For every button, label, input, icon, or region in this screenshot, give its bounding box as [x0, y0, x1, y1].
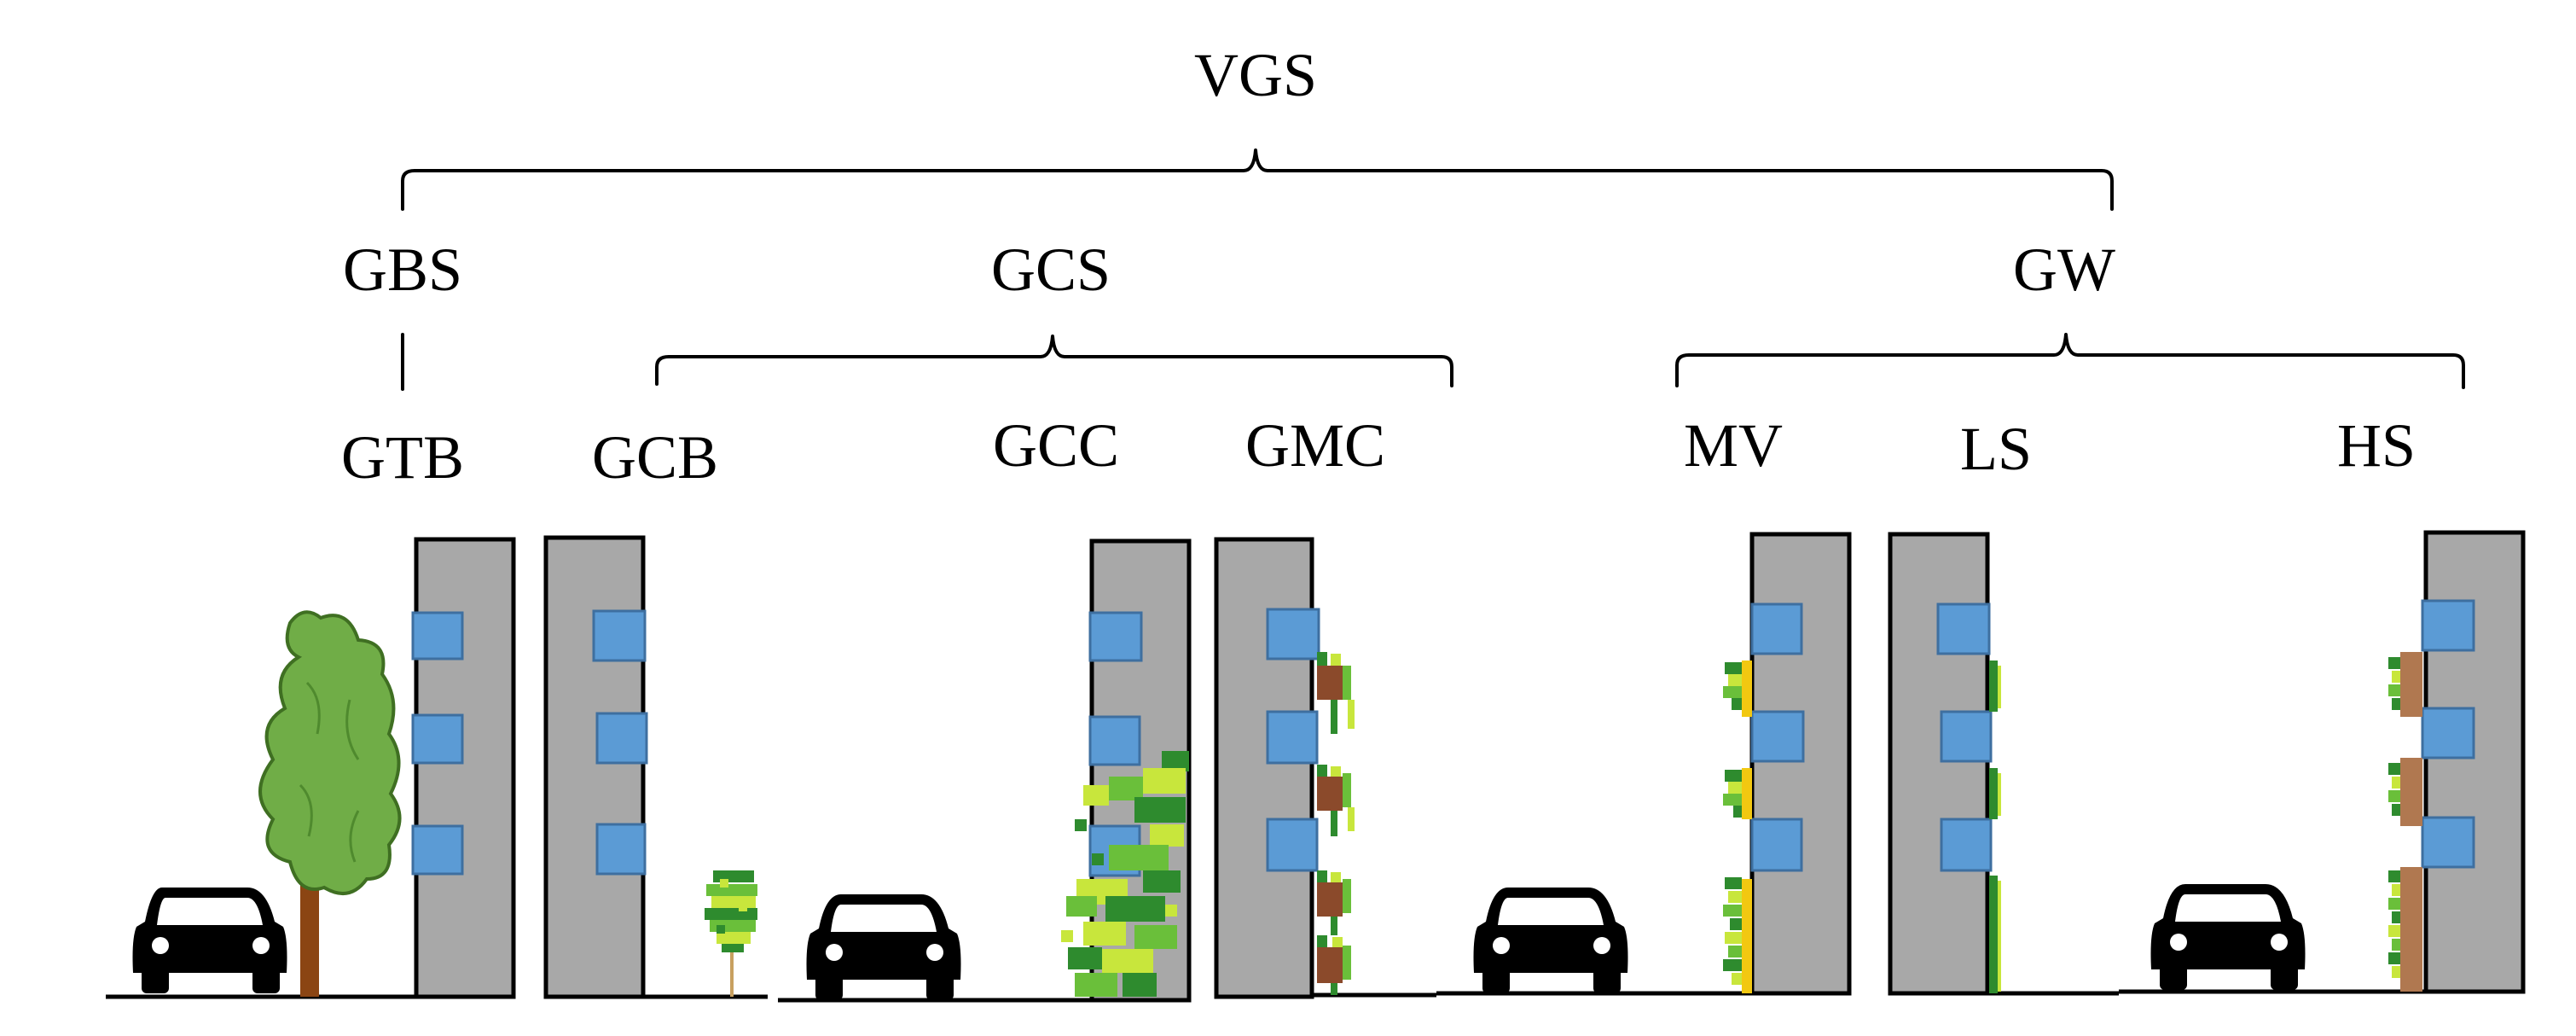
scene-hs — [2150, 530, 2526, 994]
car-icon — [1473, 888, 1628, 993]
label-gw: GW — [2013, 236, 2115, 304]
brace-vgs — [401, 148, 2114, 211]
climbing-plant — [1061, 751, 1189, 997]
label-ls: LS — [1960, 415, 2032, 483]
modular-panel — [1723, 768, 1752, 819]
car-icon — [806, 894, 961, 1000]
building-icon — [1749, 532, 1852, 996]
label-mv: MV — [1684, 411, 1783, 480]
shrub-icon — [705, 870, 757, 997]
scene-mv — [1473, 532, 1852, 996]
brace-gw — [1675, 333, 2465, 389]
label-vgs: VGS — [1194, 41, 1317, 109]
building-icon — [411, 537, 516, 999]
car-icon — [132, 888, 287, 993]
car-icon — [2150, 884, 2306, 990]
linear-planter — [1989, 661, 2001, 993]
label-gcb: GCB — [592, 423, 718, 492]
building-icon — [1888, 532, 1993, 996]
hydroponic-panel — [2388, 652, 2422, 992]
scene-gtb — [132, 537, 516, 999]
scene-gcb — [543, 535, 757, 999]
building-icon — [543, 535, 648, 999]
label-gtb: GTB — [341, 423, 464, 492]
scene-ls — [1888, 532, 2001, 996]
tree-icon — [258, 610, 402, 997]
modular-panel — [1723, 877, 1752, 993]
scene-gmc — [1214, 537, 1355, 999]
planter-module — [1317, 652, 1355, 734]
planter-module — [1317, 935, 1351, 995]
brace-gcs — [655, 335, 1453, 387]
building-icon — [1214, 537, 1320, 999]
label-gbs: GBS — [343, 236, 462, 304]
building-icon — [2421, 530, 2526, 994]
modular-panel — [1723, 661, 1752, 717]
scene-gcc — [806, 538, 1192, 1003]
label-gmc: GMC — [1245, 411, 1385, 480]
label-hs: HS — [2337, 411, 2416, 480]
planter-module — [1317, 870, 1351, 935]
planter-module — [1317, 765, 1355, 836]
label-gcc: GCC — [993, 411, 1119, 480]
label-gcs: GCS — [991, 236, 1111, 304]
